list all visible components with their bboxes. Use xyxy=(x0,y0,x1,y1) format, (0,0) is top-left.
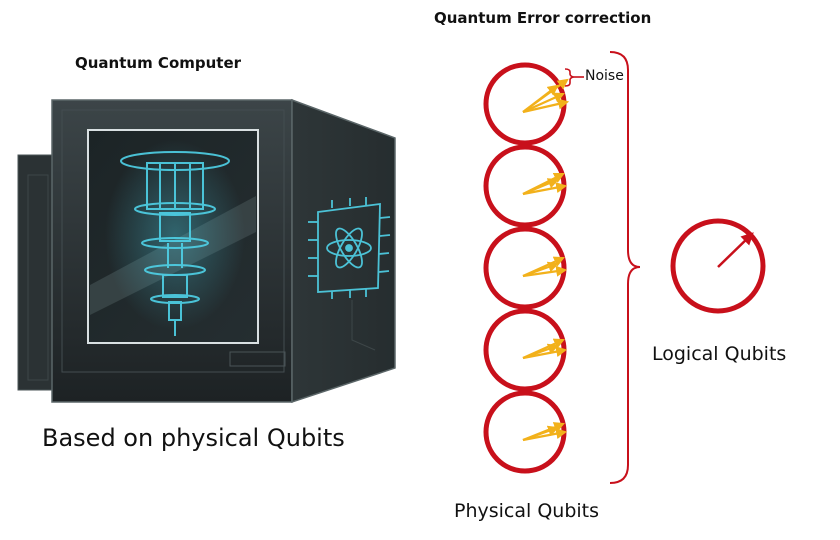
noise-label: Noise xyxy=(585,68,624,84)
based-on-caption: Based on physical Qubits xyxy=(42,424,345,452)
qubit-ring xyxy=(483,390,567,474)
noise-arrow xyxy=(522,261,560,278)
cabinet-window xyxy=(87,129,259,344)
logical-qubit xyxy=(670,218,766,314)
logical-qubits-label: Logical Qubits xyxy=(652,343,787,365)
error-correction-title: Quantum Error correction xyxy=(434,9,652,27)
physical-qubits xyxy=(483,62,570,474)
physical-qubits-label: Physical Qubits xyxy=(454,500,600,522)
quantum-computer-title: Quantum Computer xyxy=(75,54,242,72)
atom-chip-icon xyxy=(308,197,391,299)
noise-arrow xyxy=(522,178,560,196)
noise-arrow xyxy=(522,425,560,442)
qubit-ring xyxy=(483,226,567,310)
cryostat-icon xyxy=(120,151,230,336)
physical-qubit xyxy=(483,62,570,146)
physical-qubit xyxy=(483,390,568,474)
noise-arrow xyxy=(522,84,559,113)
error-correction-bracket xyxy=(609,51,641,484)
noise-arrow xyxy=(522,92,566,114)
noise-arrow xyxy=(522,98,570,114)
cabinet-side xyxy=(291,98,396,404)
qubit-ring xyxy=(483,144,567,228)
physical-qubit xyxy=(483,226,568,310)
noise-brace xyxy=(564,68,576,87)
physical-qubit xyxy=(483,308,568,392)
physical-qubit xyxy=(483,144,568,228)
noise-arrow xyxy=(522,343,560,360)
qubit-ring xyxy=(483,62,567,146)
qubit-ring xyxy=(483,308,567,392)
logical-qubit-arrow xyxy=(717,232,754,268)
